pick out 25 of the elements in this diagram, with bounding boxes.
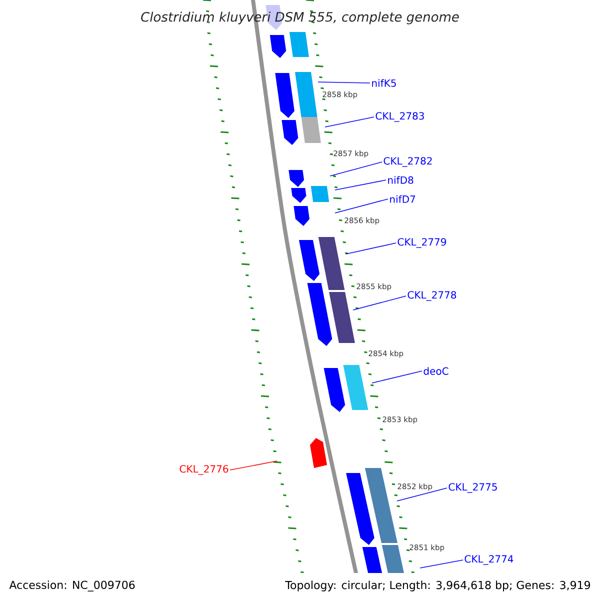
gene-label: nifD7 xyxy=(390,195,416,203)
genome-info-text: Topology: circular; Length: 3,964,618 bp; Genes: 3,919 xyxy=(285,580,590,592)
leader-line xyxy=(396,488,448,502)
gene-label: deoC xyxy=(424,367,448,375)
leader-line xyxy=(352,296,406,310)
gene-label: CKL_2774 xyxy=(464,555,514,565)
leader-line xyxy=(324,116,374,128)
leader-line xyxy=(334,198,388,214)
leader-line xyxy=(330,162,382,176)
leader-line xyxy=(346,242,396,254)
leader-line xyxy=(230,460,278,470)
title: Clostridium kluyveri DSM 555, complete genome xyxy=(141,12,459,24)
gene-label: CKL_2779 xyxy=(398,238,446,248)
leader-line xyxy=(372,370,422,384)
gene-label: CKL_2775 xyxy=(448,483,497,493)
gene-label: CKL_2776 xyxy=(180,465,228,475)
gene-label: CKL_2778 xyxy=(408,291,456,301)
leader-line xyxy=(420,560,464,568)
accession-text: Accession: NC_009706 xyxy=(9,580,135,592)
gene-label: nifD8 xyxy=(388,176,414,184)
gene-label: CKL_2782 xyxy=(384,157,432,167)
leader-line xyxy=(334,180,386,190)
gene-label: CKL_2783 xyxy=(376,112,424,122)
gene-label: nifK5 xyxy=(372,79,396,87)
leader-line xyxy=(318,82,370,84)
